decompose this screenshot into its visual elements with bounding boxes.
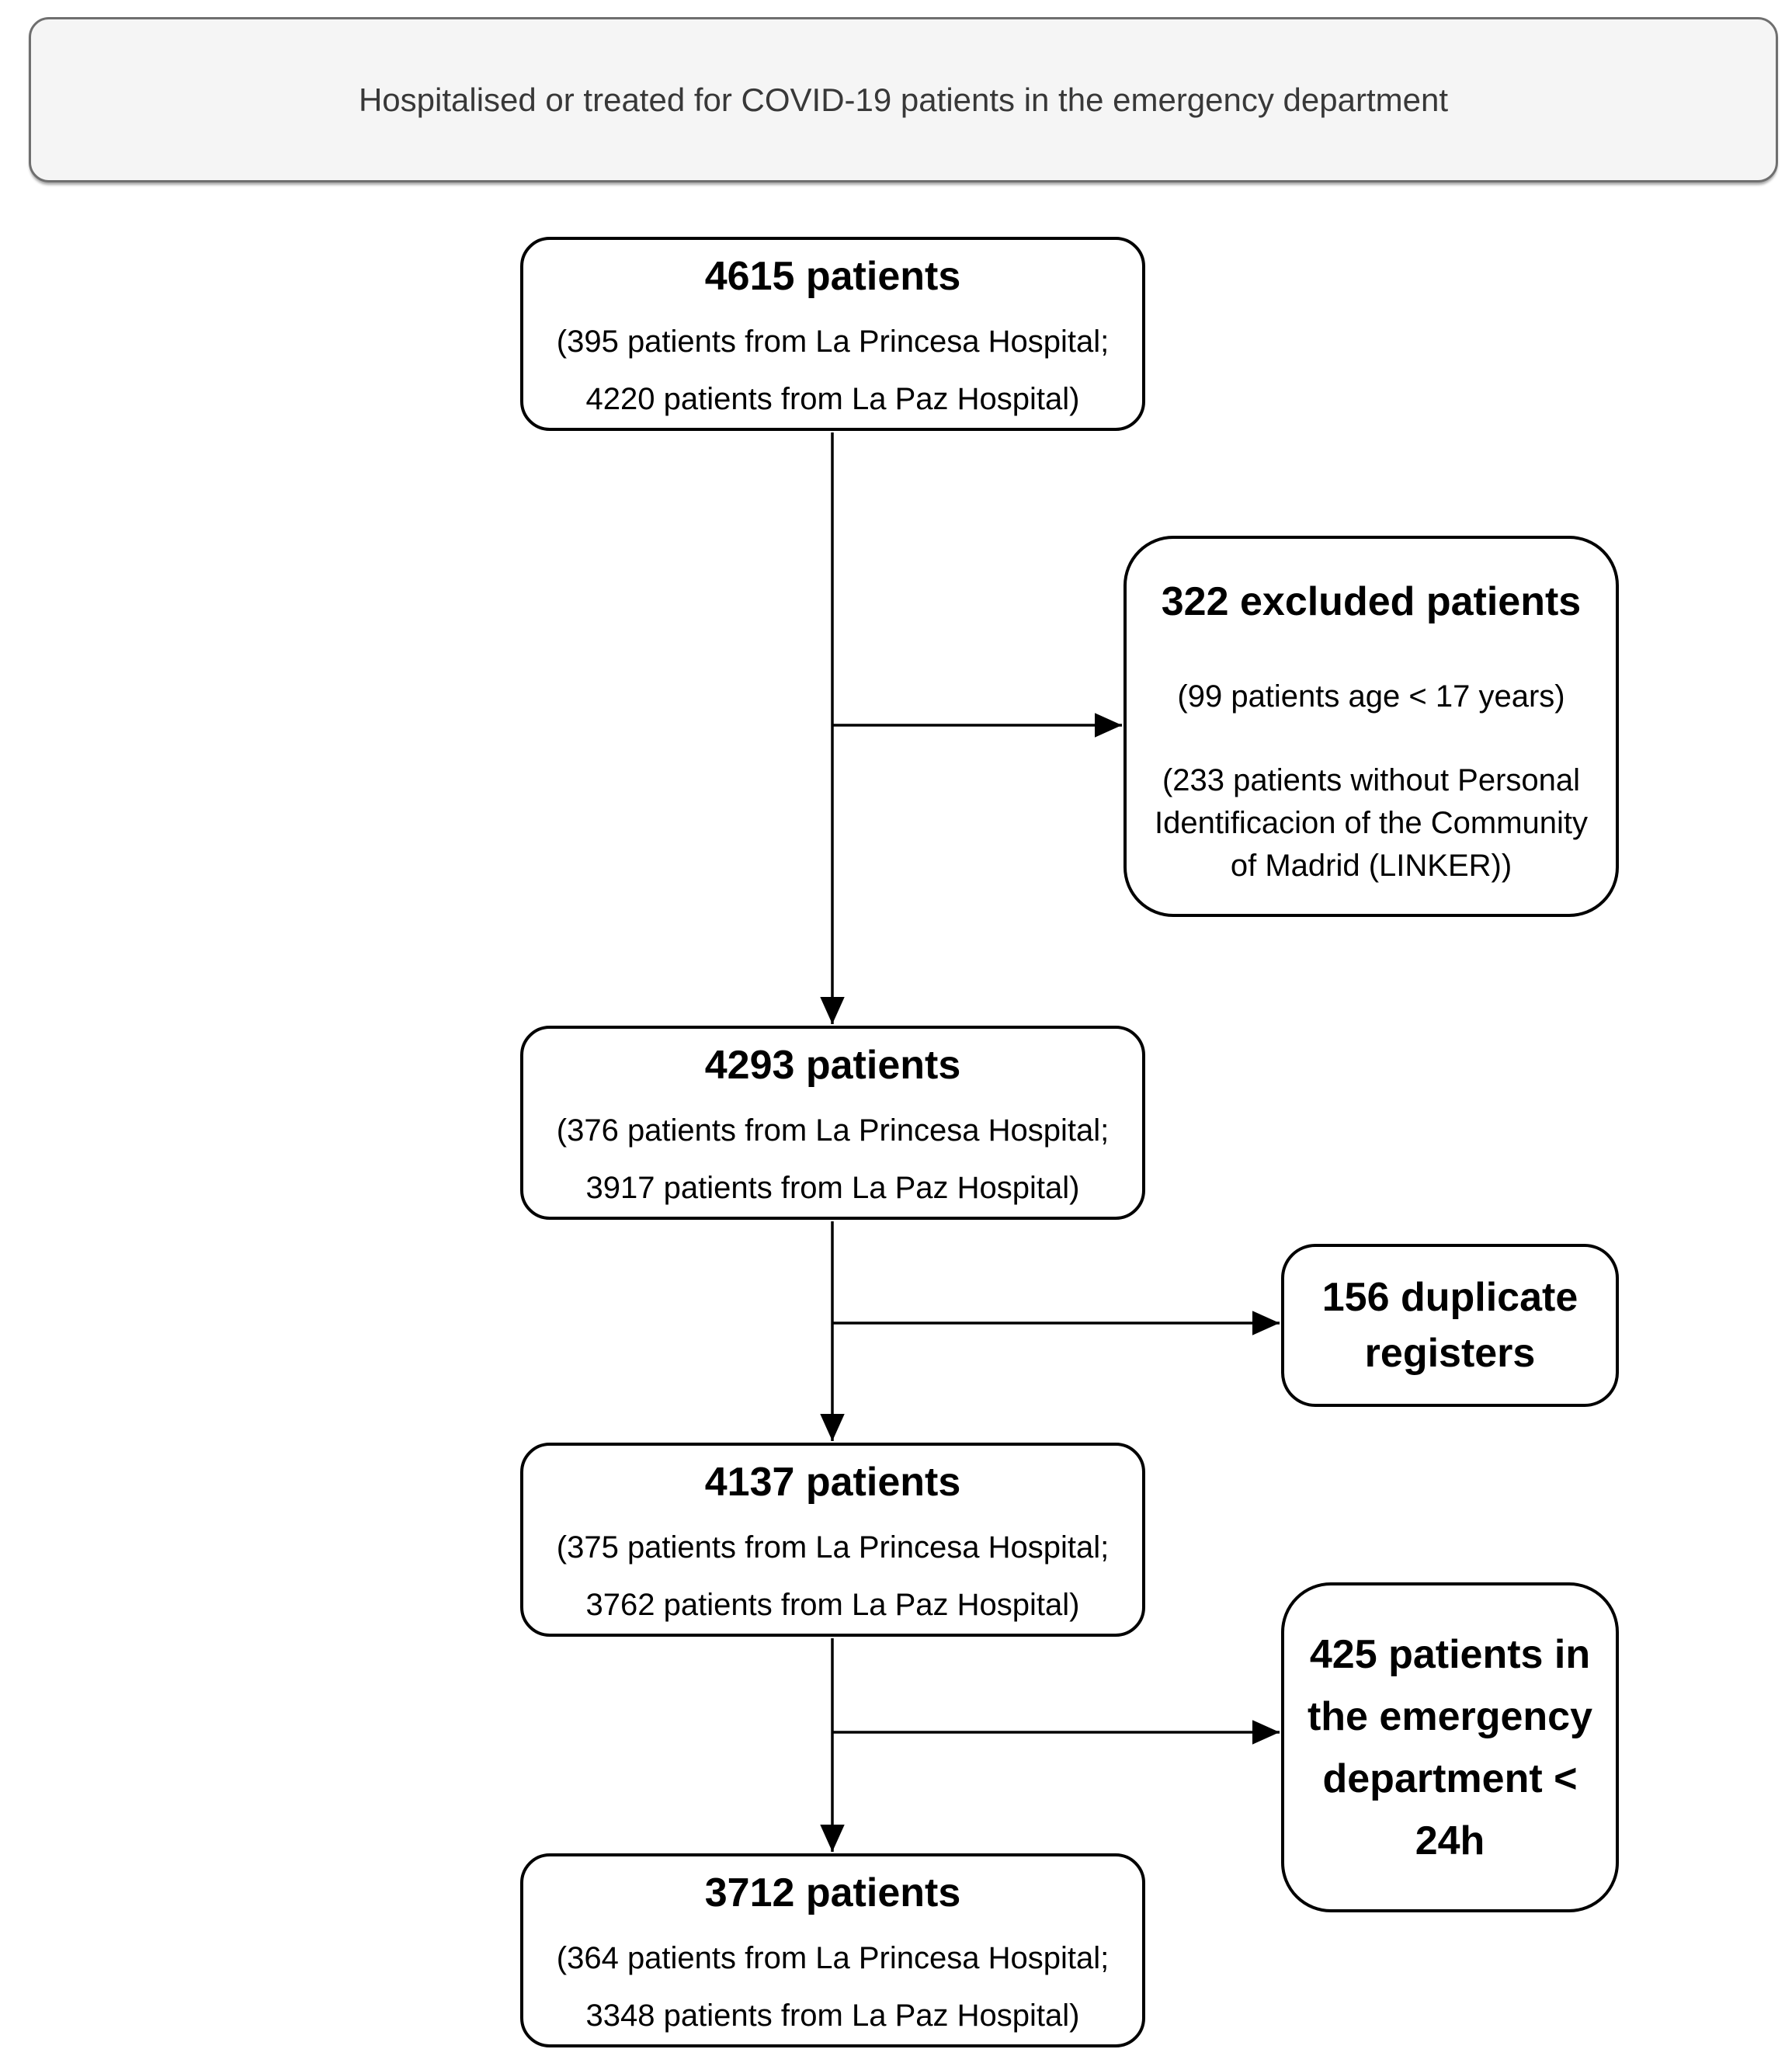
node-after-duplicates-title: 4137 patients — [704, 1460, 961, 1505]
node-excluded-title: 322 excluded patients — [1161, 579, 1582, 624]
node-after-duplicates-line2: 3762 patients from La Paz Hospital) — [585, 1588, 1080, 1622]
node-after-exclusion-title: 4293 patients — [704, 1043, 961, 1088]
node-after-exclusion-line1: (376 patients from La Princesa Hospital; — [556, 1113, 1110, 1148]
node-total-line1: (395 patients from La Princesa Hospital; — [556, 325, 1110, 359]
node-final-title: 3712 patients — [704, 1870, 961, 1915]
node-er-under-24h: 425 patients in the emergency department… — [1281, 1582, 1619, 1912]
node-excluded-patients: 322 excluded patients (99 patients age <… — [1123, 536, 1619, 917]
node-after-duplicates: 4137 patients (375 patients from La Prin… — [520, 1443, 1145, 1637]
header-label: Hospitalised or treated for COVID-19 pat… — [358, 81, 1449, 118]
node-after-exclusion: 4293 patients (376 patients from La Prin… — [520, 1026, 1145, 1220]
node-after-exclusion-line2: 3917 patients from La Paz Hospital) — [585, 1171, 1080, 1205]
node-total-patients: 4615 patients (395 patients from La Prin… — [520, 237, 1145, 431]
node-excluded-line1: (99 patients age < 17 years) — [1177, 679, 1565, 714]
node-duplicate-registers-title: 156 duplicate registers — [1321, 1275, 1578, 1376]
node-final-line2: 3348 patients from La Paz Hospital) — [585, 1999, 1080, 2033]
node-er-under-24h-title: 425 patients in the emergency department… — [1307, 1631, 1593, 1863]
node-total-line2: 4220 patients from La Paz Hospital) — [585, 382, 1080, 416]
node-after-duplicates-line1: (375 patients from La Princesa Hospital; — [556, 1530, 1110, 1565]
node-total-title: 4615 patients — [704, 254, 961, 299]
node-final-patients: 3712 patients (364 patients from La Prin… — [520, 1853, 1145, 2047]
node-duplicate-registers: 156 duplicate registers — [1281, 1244, 1619, 1407]
node-excluded-line2: (233 patients without Personal Identific… — [1154, 763, 1589, 883]
header-box: Hospitalised or treated for COVID-19 pat… — [29, 17, 1778, 182]
node-final-line1: (364 patients from La Princesa Hospital; — [556, 1941, 1110, 1975]
